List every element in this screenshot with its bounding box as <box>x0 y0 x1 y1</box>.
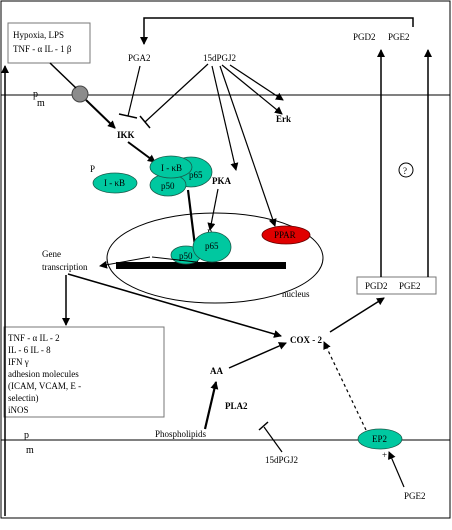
nucleus-label: nucleus <box>282 289 310 299</box>
gene-products-line3: IFN γ <box>8 357 29 367</box>
dna-bar <box>116 262 286 269</box>
gene-products-line7: iNOS <box>8 405 29 415</box>
dna-to-gene-line <box>151 256 197 263</box>
ppar-label: PPAR <box>274 230 296 240</box>
ep2-plus-label: + <box>382 450 387 460</box>
pla2-label: PLA2 <box>225 401 248 411</box>
p50-upper-label: p50 <box>161 181 175 191</box>
pka-to-p65-arrow <box>207 188 219 231</box>
ikb-left-label: I - κB <box>104 178 125 188</box>
pgj2-to-erk-arrow <box>221 64 283 115</box>
p50-nuc-label: p50 <box>179 251 193 261</box>
ep2-to-cox2-arrow <box>323 341 367 431</box>
pm-top-m: m <box>37 98 45 109</box>
p65-nuc-label: p65 <box>205 241 219 251</box>
cox2-to-pg-arrow <box>329 297 385 333</box>
pge2-top-label: PGE2 <box>388 32 410 42</box>
pga2-label: PGA2 <box>128 53 151 63</box>
stimuli-to-receptor-line <box>49 62 77 89</box>
ikb-center-label: I - κB <box>161 163 182 173</box>
p65-upper-label: p65 <box>189 170 203 180</box>
pgj2-top-label: 15dPGJ2 <box>203 53 236 63</box>
pg-box <box>356 276 437 295</box>
pm-top-p: p <box>33 89 38 100</box>
stimuli-box <box>7 22 91 64</box>
pge2-to-ep2-arrow <box>388 451 405 488</box>
receptor-to-ikk-arrow <box>85 99 116 129</box>
ppar-protein <box>261 225 311 245</box>
cox2-label: COX - 2 <box>290 335 322 345</box>
ikb-center-protein <box>149 155 193 179</box>
nucleus-membrane <box>106 212 324 304</box>
ikb-left-protein <box>92 172 138 194</box>
gene-products-line1: TNF - α IL - 2 <box>8 333 60 343</box>
pge2-to-pga2-arrow <box>140 17 414 45</box>
pg-box-pge2: PGE2 <box>399 281 421 291</box>
pka-label: PKA <box>212 176 231 186</box>
pg-box-pgd2: PGD2 <box>365 281 388 291</box>
gene-products-line2: IL - 6 IL - 8 <box>8 345 51 355</box>
pga2-inhibit-line <box>127 65 141 117</box>
aa-to-cox2-arrow <box>228 342 287 369</box>
gene-line1: Gene <box>42 249 61 259</box>
ikk-label: IKK <box>117 130 135 140</box>
stimuli-line1: Hypoxia, LPS <box>13 30 64 40</box>
receptor-circle <box>71 85 89 103</box>
aa-label: AA <box>210 366 223 376</box>
ep2-receptor <box>357 428 403 450</box>
question-circle <box>398 162 414 178</box>
gene-transcription-arrow <box>99 256 151 269</box>
pgj2-inhibit-line <box>144 63 209 123</box>
p65-nuc-protein <box>192 231 232 263</box>
pm-bottom-p: p <box>24 430 29 441</box>
erk-label: Erk <box>276 114 291 124</box>
phospholipids-label: Phospholipids <box>155 429 207 439</box>
gene-products-line5: (ICAM, VCAM, E - <box>8 381 81 391</box>
ep2-label: EP2 <box>372 434 387 444</box>
pgj2-bottom-inhibit-bar <box>258 421 269 431</box>
gene-products-line6: selectin) <box>8 393 39 403</box>
gene-line2: transcription <box>42 262 88 272</box>
p-left-label: P <box>90 164 95 174</box>
question-label: ? <box>403 166 407 176</box>
pgj2-to-membrane-arrow <box>229 64 284 101</box>
gene-products-box <box>3 326 165 418</box>
pgj2-inhibit-bar <box>139 115 151 129</box>
phospholipids-to-aa-arrow <box>203 381 219 430</box>
pgj2-bottom-label: 15dPGJ2 <box>265 455 298 465</box>
pgd2-top-label: PGD2 <box>353 32 376 42</box>
outer-frame <box>0 0 451 519</box>
pgj2-bottom-inhibit-line <box>263 426 283 453</box>
pgj2-to-ppar-arrow <box>219 65 277 227</box>
stimuli-line2: TNF - α IL - 1 β <box>13 44 72 54</box>
pge2-bottom-label: PGE2 <box>404 491 426 501</box>
pga2-inhibit-bar <box>118 113 138 119</box>
gene-products-line4: adhesion molecules <box>8 369 79 379</box>
ikk-to-complex-arrow <box>127 141 156 163</box>
pgj2-to-center-arrow <box>211 65 239 171</box>
pm-bottom-m: m <box>26 445 34 456</box>
gene-to-cox2-arrow <box>67 273 282 338</box>
